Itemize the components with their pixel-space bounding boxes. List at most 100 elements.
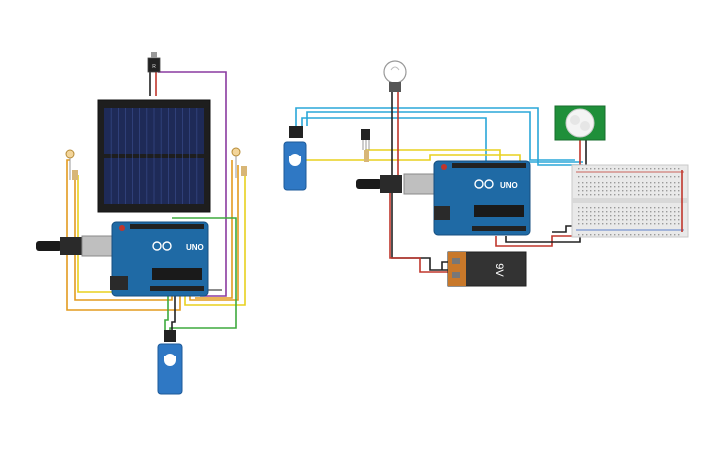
breadboard-hole: [598, 207, 600, 209]
breadboard-hole: [666, 194, 668, 196]
wire-purple-regulator: [158, 71, 227, 297]
arduino-uno-right: UNO: [356, 160, 531, 236]
breadboard-hole: [610, 215, 612, 217]
breadboard-hole: [650, 219, 652, 221]
breadboard-hole: [602, 190, 604, 192]
breadboard-hole: [594, 215, 596, 217]
breadboard-hole: [590, 223, 592, 225]
breadboard-hole: [618, 223, 620, 225]
breadboard-hole: [654, 186, 656, 188]
breadboard-hole: [626, 211, 628, 213]
breadboard-hole: [678, 215, 680, 217]
pir-sensor: [554, 105, 606, 141]
breadboard-hole: [606, 176, 608, 178]
breadboard-hole: [630, 219, 632, 221]
breadboard-hole: [658, 182, 660, 184]
breadboard-hole: [578, 219, 580, 221]
breadboard-hole: [674, 186, 676, 188]
breadboard-hole: [646, 215, 648, 217]
breadboard-hole: [674, 194, 676, 196]
breadboard-hole: [594, 223, 596, 225]
light-bulb: [383, 60, 407, 92]
regulator-label: R: [152, 64, 156, 70]
breadboard-hole: [594, 234, 596, 236]
breadboard-hole: [610, 176, 612, 178]
breadboard-hole: [610, 186, 612, 188]
breadboard-hole: [678, 176, 680, 178]
breadboard-hole: [634, 182, 636, 184]
breadboard-hole: [662, 176, 664, 178]
breadboard-hole: [582, 223, 584, 225]
breadboard-hole: [678, 219, 680, 221]
breadboard-hole: [610, 207, 612, 209]
breadboard-hole: [606, 168, 608, 170]
breadboard-hole: [630, 186, 632, 188]
breadboard-hole: [618, 219, 620, 221]
breadboard-hole: [622, 168, 624, 170]
breadboard-hole: [626, 223, 628, 225]
breadboard-hole: [598, 182, 600, 184]
breadboard-hole: [634, 190, 636, 192]
breadboard-hole: [614, 219, 616, 221]
photoresistor-right: [231, 147, 247, 178]
breadboard-hole: [614, 223, 616, 225]
breadboard-hole: [590, 219, 592, 221]
breadboard-hole: [654, 194, 656, 196]
breadboard-hole: [642, 168, 644, 170]
breadboard-hole: [582, 207, 584, 209]
breadboard-hole: [598, 234, 600, 236]
breadboard-hole: [638, 190, 640, 192]
breadboard-hole: [618, 190, 620, 192]
breadboard-hole: [666, 234, 668, 236]
breadboard-hole: [674, 219, 676, 221]
breadboard-hole: [594, 211, 596, 213]
breadboard-hole: [602, 194, 604, 196]
breadboard-hole: [586, 186, 588, 188]
breadboard-hole: [662, 234, 664, 236]
breadboard-hole: [658, 186, 660, 188]
breadboard-hole: [642, 186, 644, 188]
breadboard-hole: [674, 211, 676, 213]
breadboard-hole: [626, 215, 628, 217]
breadboard-hole: [602, 186, 604, 188]
breadboard-hole: [646, 234, 648, 236]
breadboard-hole: [658, 176, 660, 178]
arduino-logo-icon: [474, 179, 494, 189]
breadboard-hole: [642, 190, 644, 192]
breadboard-hole: [602, 176, 604, 178]
breadboard-hole: [630, 168, 632, 170]
breadboard-hole: [626, 234, 628, 236]
arduino-left-label: UNO: [186, 243, 204, 252]
breadboard-hole: [626, 219, 628, 221]
breadboard-hole: [630, 176, 632, 178]
breadboard-hole: [606, 194, 608, 196]
breadboard-hole: [642, 234, 644, 236]
breadboard-hole: [614, 168, 616, 170]
breadboard-hole: [614, 190, 616, 192]
breadboard-hole: [634, 211, 636, 213]
breadboard-hole: [594, 219, 596, 221]
breadboard-hole: [630, 190, 632, 192]
battery-9v: 9V: [447, 251, 527, 287]
breadboard-hole: [634, 194, 636, 196]
wire-blue-3: [306, 111, 575, 161]
breadboard-hole: [670, 215, 672, 217]
breadboard-hole: [590, 186, 592, 188]
breadboard-hole: [614, 176, 616, 178]
breadboard-hole: [650, 182, 652, 184]
breadboard-hole: [658, 223, 660, 225]
battery-label: 9V: [493, 263, 505, 277]
breadboard-hole: [658, 215, 660, 217]
breadboard-hole: [646, 182, 648, 184]
breadboard-hole: [610, 194, 612, 196]
breadboard-hole: [582, 186, 584, 188]
breadboard-hole: [598, 168, 600, 170]
breadboard-hole: [678, 223, 680, 225]
breadboard-hole: [618, 207, 620, 209]
breadboard-hole: [594, 190, 596, 192]
breadboard-hole: [606, 219, 608, 221]
breadboard-hole: [582, 211, 584, 213]
breadboard-hole: [614, 182, 616, 184]
breadboard-hole: [646, 194, 648, 196]
breadboard-hole: [650, 215, 652, 217]
